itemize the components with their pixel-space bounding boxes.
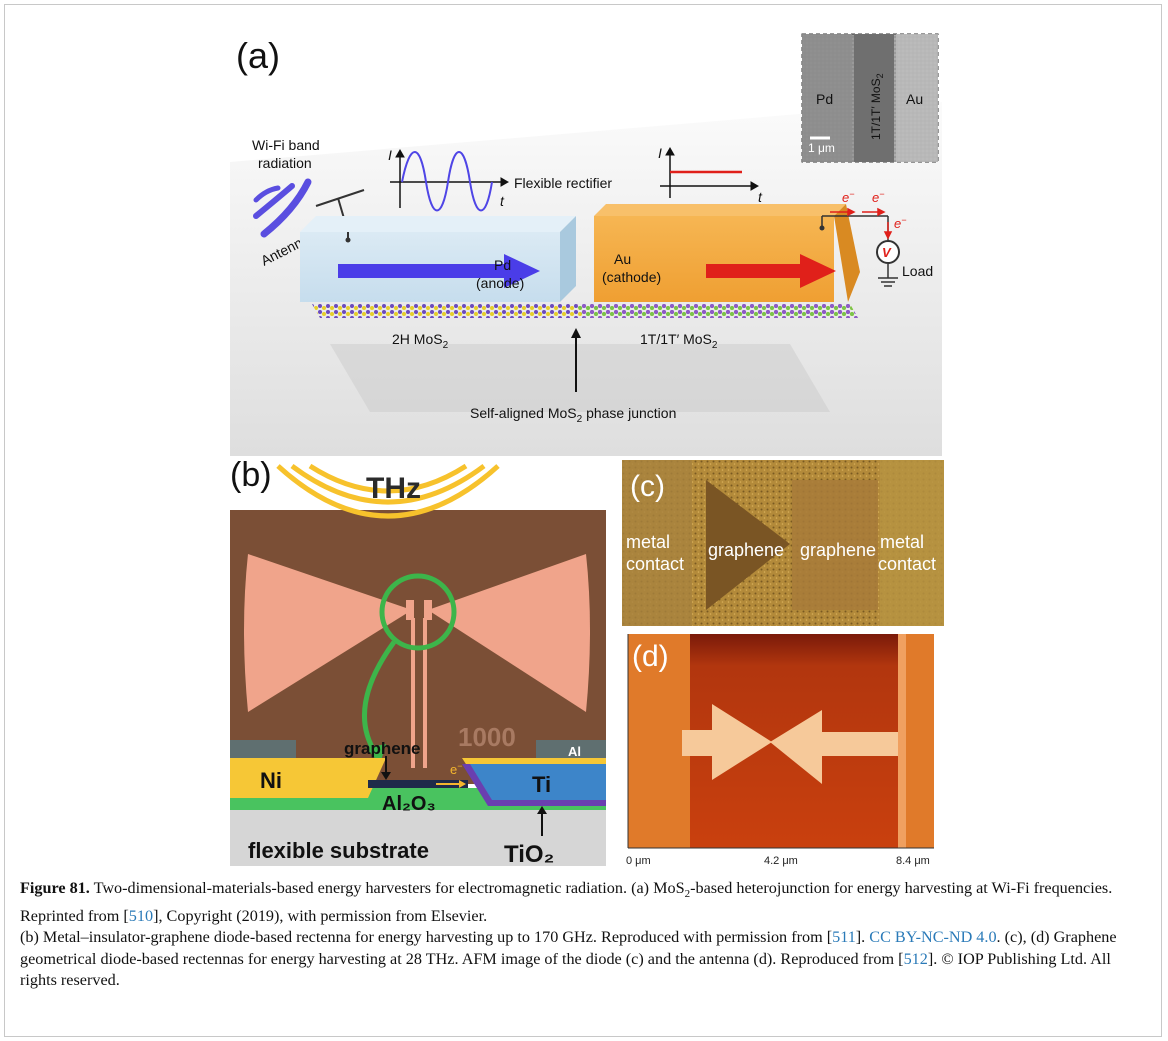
wifi-label-line2: radiation: [258, 155, 312, 171]
caption-text-5: ].: [855, 928, 870, 947]
figure-label: Figure 81.: [20, 879, 90, 897]
stage-background: [230, 102, 942, 456]
figure-frame: [4, 4, 1162, 1037]
voltmeter-label: V: [882, 245, 892, 260]
electron-arrows-icon: [830, 207, 893, 240]
ref-link-511[interactable]: 511: [832, 928, 856, 947]
panel-b-label: (b): [230, 458, 272, 494]
pd-anode-block: [300, 216, 576, 302]
caption-text-6: . (c), (d) Graphene geometrical diode-ba…: [20, 928, 1117, 968]
metal-label-1: metal: [626, 532, 670, 552]
substrate-reflection: [330, 344, 830, 412]
svg-text:1T/1T′ MoS2: 1T/1T′ MoS2: [869, 73, 885, 140]
wifi-waves-icon: [253, 178, 312, 238]
panel-c: (c) metal contact graphene graphene meta…: [622, 460, 944, 626]
cathode-contact-dot: [819, 225, 825, 231]
contact-label-1: contact: [626, 554, 684, 574]
right-contact: [902, 634, 934, 848]
panel-a: (a) Pd Au 1T/1T′ MoS2 1 μm Wi-Fi band ra…: [230, 22, 942, 456]
contact-label-2: contact: [878, 554, 936, 574]
inset-scale-label: 1 μm: [808, 141, 835, 155]
al2o3-label: Al₂O₃: [382, 793, 436, 815]
al-label: Al: [568, 744, 581, 759]
mos2-2h-label: 2H MoS2: [392, 331, 449, 351]
tick-label-2: 8.4 μm: [896, 855, 930, 867]
substrate-label: flexible substrate: [248, 838, 429, 863]
ac-current-symbol: I: [388, 147, 392, 163]
au-label: Au: [614, 251, 631, 267]
ac-time-symbol: t: [500, 193, 505, 209]
graphene-layer: [368, 780, 468, 788]
voltmeter-icon: [876, 240, 900, 264]
right-antenna-triangle: [770, 710, 898, 784]
highlight-circle: [379, 573, 457, 651]
al-cap-left: [230, 740, 296, 758]
ti-label: Ti: [532, 772, 551, 797]
inset-mos2-label: 1T/1T′ MoS: [869, 78, 883, 140]
b-electron-label: e−: [450, 761, 463, 777]
zoom-arrow-icon: [362, 640, 397, 756]
blue-arrow-icon: [338, 254, 540, 288]
license-link[interactable]: CC BY-NC-ND 4.0: [869, 928, 997, 947]
au-cathode-block: [594, 204, 860, 302]
caption-text-2: -based heterojunction for energy harvest…: [20, 879, 1113, 925]
panel-d: (d) 0 μm 4.2 μm 8.4 μm: [626, 634, 934, 867]
electron-label-3: e−: [894, 215, 907, 231]
panel-c-label: (c): [630, 470, 665, 503]
wifi-label-line1: Wi-Fi band: [252, 137, 320, 153]
graphene-label-b: graphene: [344, 739, 421, 758]
red-arrow-icon: [706, 254, 836, 288]
mos2-1t-label: 1T/1T′ MoS2: [640, 331, 718, 351]
electron-label-2: e−: [872, 189, 885, 205]
flexible-rectifier-label: Flexible rectifier: [514, 175, 612, 191]
graphene-label-c1: graphene: [708, 540, 784, 560]
graphene-label-c2: graphene: [800, 540, 876, 560]
figure-caption: Figure 81. Two-dimensional-materials-bas…: [20, 878, 1150, 992]
ni-electrode: [230, 758, 386, 798]
caption-sub-2: 2: [684, 888, 691, 901]
ref-link-510[interactable]: 510: [128, 906, 154, 925]
dc-current-plot: [660, 146, 760, 198]
al-cap-right: [536, 740, 606, 758]
bowtie-left: [244, 554, 412, 712]
caption-text-3: ], Copyright (2019), with permission fro…: [153, 906, 488, 925]
junction-label: Self-aligned MoS2 phase junction: [470, 405, 676, 425]
mos2-1t-layer: [576, 304, 858, 318]
metal-label-2: metal: [880, 532, 924, 552]
flexible-substrate: [230, 810, 606, 866]
dc-time-symbol: t: [758, 189, 763, 205]
panel-a-label: (a): [236, 35, 280, 76]
left-antenna-triangle: [682, 704, 772, 780]
antenna-contact-dot: [345, 237, 351, 243]
inset-pd-label: Pd: [816, 91, 833, 107]
ni-label: Ni: [260, 768, 282, 793]
electron-label-1: e−: [842, 189, 855, 205]
caption-text-4: (b) Metal–insulator-graphene diode-based…: [20, 928, 833, 947]
thz-label: THz: [366, 472, 421, 505]
panel-d-label: (d): [632, 640, 669, 673]
sem-inset: Pd Au 1T/1T′ MoS2 1 μm: [801, 33, 939, 163]
tio2-label: TiO₂: [504, 841, 554, 868]
pd-label: Pd: [494, 257, 511, 273]
inset-au-label: Au: [906, 91, 923, 107]
caption-text-7: ]. © IOP Publishing Ltd. All rights rese…: [20, 949, 1111, 990]
load-label: Load: [902, 263, 933, 279]
tick-label-1: 4.2 μm: [764, 855, 798, 867]
dc-current-symbol: I: [658, 145, 662, 161]
junction-arrow-icon: [571, 328, 581, 392]
bowtie-right: [428, 554, 590, 712]
graphene-triangle: [706, 480, 790, 610]
au-role-label: (cathode): [602, 269, 661, 285]
thz-waves-icon: [276, 463, 500, 519]
pd-role-label: (anode): [476, 275, 524, 291]
panel-b: THz (b) 1000 e− graphene Al Ni Ti Al₂O₃ …: [226, 458, 609, 870]
device-number: 1000: [458, 722, 516, 752]
inset-mos2-sub: 2: [875, 73, 885, 78]
left-contact: [628, 634, 690, 848]
tick-label-0: 0 μm: [626, 855, 651, 867]
ac-current-plot: [390, 148, 510, 212]
ref-link-512[interactable]: 512: [903, 949, 928, 968]
caption-text-1: Two-dimensional-materials-based energy h…: [89, 879, 685, 897]
ti-electrode: [470, 764, 606, 800]
